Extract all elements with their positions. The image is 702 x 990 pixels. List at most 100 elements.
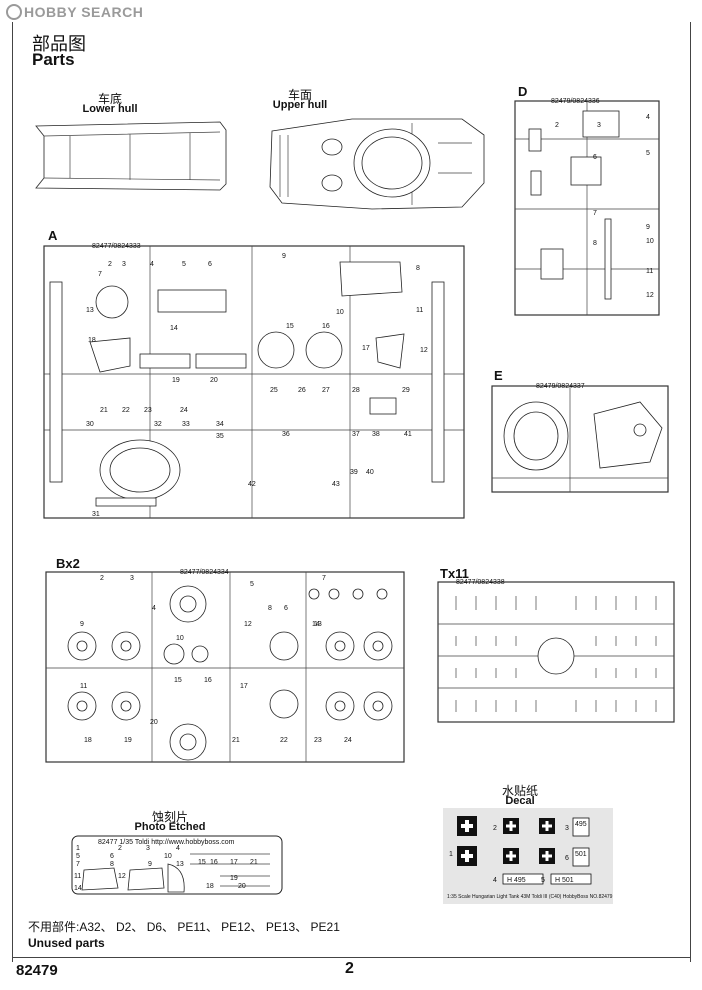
svg-text:7: 7	[98, 271, 102, 278]
svg-text:15: 15	[286, 323, 294, 330]
svg-text:9: 9	[282, 253, 286, 260]
svg-text:3: 3	[130, 575, 134, 582]
watermark-logo: HOBBY SEARCH	[6, 4, 143, 20]
svg-text:5: 5	[646, 150, 650, 157]
svg-text:12: 12	[244, 621, 252, 628]
svg-text:16: 16	[210, 859, 218, 866]
unused-parts-zh: 不用部件:A32、 D2、 D6、 PE11、 PE12、 PE13、 PE21	[28, 920, 340, 934]
svg-text:12: 12	[118, 873, 126, 880]
svg-text:6: 6	[565, 855, 569, 862]
lower-hull-label-zh: 车底	[97, 92, 122, 106]
svg-text:6: 6	[110, 853, 114, 860]
svg-text:1: 1	[76, 845, 80, 852]
svg-text:27: 27	[322, 387, 330, 394]
pe-label-zh: 蚀刻片	[151, 810, 188, 824]
svg-text:13: 13	[314, 621, 322, 628]
svg-text:9: 9	[80, 621, 84, 628]
svg-text:4: 4	[176, 845, 180, 852]
svg-text:8: 8	[593, 240, 597, 247]
sprue-t: 82477/0824338	[437, 579, 675, 723]
sprue-a-label: A	[48, 228, 58, 243]
svg-text:29: 29	[402, 387, 410, 394]
svg-text:35: 35	[216, 433, 224, 440]
svg-text:43: 43	[332, 481, 340, 488]
svg-text:10: 10	[336, 309, 344, 316]
svg-text:4: 4	[646, 114, 650, 121]
svg-text:24: 24	[180, 407, 188, 414]
footer-divider	[12, 957, 691, 958]
svg-text:39: 39	[350, 469, 358, 476]
svg-text:18: 18	[84, 737, 92, 744]
sprue-d-label: D	[518, 84, 528, 99]
svg-text:42: 42	[248, 481, 256, 488]
page-title-en: Parts	[32, 50, 75, 69]
page-number: 2	[345, 960, 354, 977]
svg-text:2: 2	[118, 845, 122, 852]
svg-text:8: 8	[268, 605, 272, 612]
decal-plate-2: 501	[575, 851, 587, 858]
svg-text:13: 13	[86, 307, 94, 314]
svg-text:1: 1	[449, 851, 453, 858]
sprue-a-code: 82477/0824333	[92, 243, 141, 250]
svg-text:15: 15	[198, 859, 206, 866]
pe-header: 82477 1/35 Toldi http://www.hobbyboss.co…	[98, 839, 235, 846]
svg-text:10: 10	[164, 853, 172, 860]
svg-text:14: 14	[170, 325, 178, 332]
svg-text:30: 30	[86, 421, 94, 428]
decal-label-en: Decal	[505, 795, 535, 807]
svg-text:7: 7	[322, 575, 326, 582]
svg-text:10: 10	[646, 238, 654, 245]
svg-text:19: 19	[172, 377, 180, 384]
svg-text:31: 31	[92, 511, 100, 518]
svg-text:5: 5	[250, 581, 254, 588]
svg-text:14: 14	[312, 621, 320, 628]
svg-text:32: 32	[154, 421, 162, 428]
svg-text:23: 23	[144, 407, 152, 414]
sprue-e-label: E	[494, 368, 503, 383]
unused-parts-en: Unused parts	[28, 936, 105, 950]
svg-text:3: 3	[565, 825, 569, 832]
svg-text:5: 5	[541, 877, 545, 884]
svg-text:17: 17	[230, 859, 238, 866]
svg-text:37: 37	[352, 431, 360, 438]
svg-text:12: 12	[420, 347, 428, 354]
svg-text:28: 28	[352, 387, 360, 394]
sprue-b-label: Bx2	[56, 556, 80, 571]
sprue-d-code: 82479/0824336	[551, 98, 600, 105]
photo-etched-fret: 82477 1/35 Toldi http://www.hobbyboss.co…	[71, 835, 283, 895]
decal-plate-4: H 501	[555, 877, 574, 884]
svg-text:6: 6	[284, 605, 288, 612]
svg-text:9: 9	[646, 224, 650, 231]
sprue-e: 82479/0824337	[491, 383, 669, 493]
svg-text:7: 7	[593, 210, 597, 217]
svg-text:2: 2	[108, 261, 112, 268]
svg-text:3: 3	[597, 122, 601, 129]
decal-sheet: 495 501 H 495 H 501 12 34 56 1:35 Scale …	[443, 808, 613, 904]
svg-text:3: 3	[122, 261, 126, 268]
svg-text:3: 3	[146, 845, 150, 852]
upper-hull-drawing	[269, 118, 485, 210]
svg-text:8: 8	[416, 265, 420, 272]
svg-text:16: 16	[204, 677, 212, 684]
svg-text:40: 40	[366, 469, 374, 476]
svg-text:21: 21	[250, 859, 258, 866]
upper-hull-label-zh: 车面	[287, 88, 312, 102]
svg-text:20: 20	[238, 883, 246, 890]
page-title-zh: 部品图	[32, 34, 86, 54]
decal-label-zh: 水贴纸	[501, 784, 538, 798]
svg-text:4: 4	[493, 877, 497, 884]
decal-plate-1: 495	[575, 821, 587, 828]
svg-text:13: 13	[176, 861, 184, 868]
svg-text:38: 38	[372, 431, 380, 438]
svg-text:9: 9	[148, 861, 152, 868]
sprue-t-code: 82477/0824338	[456, 579, 505, 586]
svg-text:6: 6	[208, 261, 212, 268]
svg-text:20: 20	[150, 719, 158, 726]
svg-text:18: 18	[88, 337, 96, 344]
svg-text:15: 15	[174, 677, 182, 684]
svg-text:16: 16	[322, 323, 330, 330]
